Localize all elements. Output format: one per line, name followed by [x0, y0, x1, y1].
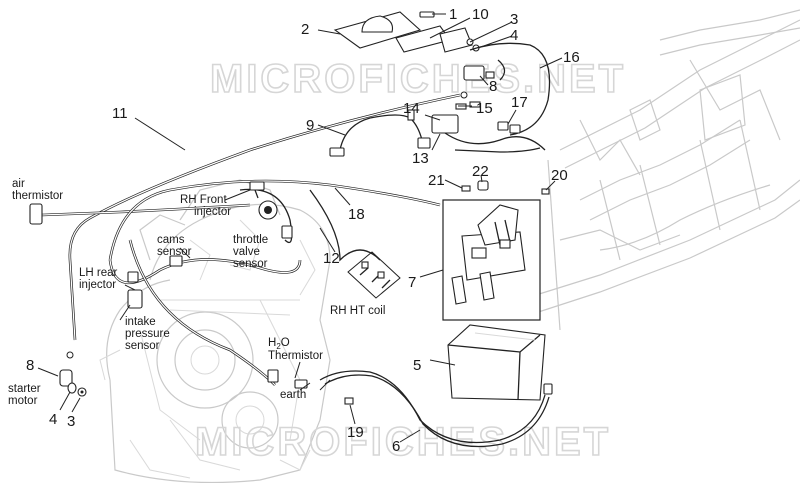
h2o-thermistor-label-line2: Thermistor	[268, 350, 323, 362]
part-number-1: 1	[449, 6, 457, 23]
fasteners	[461, 180, 550, 195]
part-number-3-top: 3	[510, 11, 518, 28]
part-number-18: 18	[348, 206, 365, 223]
rh-front-injector-label-line1: RH Front	[180, 194, 227, 206]
part-number-16: 16	[563, 49, 580, 66]
ecu-bracket-7	[442, 199, 541, 321]
cams-sensor-label-line1: cams	[157, 234, 185, 246]
throttle-valve-sensor-label-line1: throttle	[233, 234, 268, 246]
intake-pressure-sensor-label-line1: intake	[125, 316, 156, 328]
engine-ghost	[99, 179, 331, 484]
ecu-5	[447, 324, 546, 401]
part-number-3-bottom: 3	[67, 413, 75, 430]
lh-rear-injector-label-line1: LH rear	[79, 267, 118, 279]
cams-sensor-label-line2: sensor	[157, 246, 192, 258]
part-number-8-top: 8	[489, 78, 497, 95]
part-number-20: 20	[551, 167, 568, 184]
part-number-15: 15	[476, 100, 493, 117]
h2o-thermistor-label-line1: H2O	[268, 337, 290, 351]
lh-rear-injector-label-line2: injector	[79, 279, 116, 291]
part-number-4-top: 4	[510, 27, 518, 44]
watermark-top: MICROFICHES.NET	[210, 57, 626, 101]
part-number-2: 2	[301, 21, 309, 38]
part-number-7: 7	[408, 274, 416, 291]
cable-11	[66, 91, 468, 359]
component-labels: air thermistor RH Front injector cams se…	[8, 178, 385, 407]
air-thermistor-label-line2: thermistor	[12, 190, 63, 202]
part-number-14: 14	[403, 100, 420, 117]
earth-label: earth	[280, 389, 306, 401]
part-number-21: 21	[428, 172, 445, 189]
frame-ghost	[519, 9, 800, 331]
air-thermistor-harness	[29, 203, 251, 225]
part-number-9: 9	[306, 117, 314, 134]
top-components	[333, 11, 551, 136]
part-number-5: 5	[413, 357, 421, 374]
throttle-valve-sensor-label-line3: sensor	[233, 258, 268, 270]
starter-motor-label-line2: motor	[8, 395, 38, 407]
starter-motor-label-line1: starter	[8, 383, 41, 395]
watermark-bottom: MICROFICHES.NET	[195, 420, 611, 464]
rh-ht-coil-label: RH HT coil	[330, 305, 385, 317]
rh-ht-coil-group	[347, 251, 401, 299]
part-number-labels: 1 2 3 4 10 8 16 17 14 15 9 13 11 22 21 2…	[26, 6, 580, 455]
rh-front-injector-label-line2: injector	[194, 206, 231, 218]
intake-pressure-sensor-label-line2: pressure	[125, 328, 170, 340]
part-number-6: 6	[392, 438, 400, 455]
intake-pressure-sensor-label-line3: sensor	[125, 340, 160, 352]
starter-parts	[59, 369, 87, 397]
part-number-4-bottom: 4	[49, 411, 57, 428]
leader-lines	[37, 13, 563, 443]
throttle-valve-sensor-label-line2: valve	[233, 246, 260, 258]
part-number-13: 13	[412, 150, 429, 167]
cable-6	[319, 370, 553, 448]
air-thermistor-label-line1: air	[12, 178, 25, 190]
part-number-12: 12	[323, 250, 340, 267]
part-number-8-bottom: 8	[26, 357, 34, 374]
bolt-19	[344, 397, 354, 405]
part-number-17: 17	[511, 94, 528, 111]
part-number-19: 19	[347, 424, 364, 441]
part-number-10: 10	[472, 6, 489, 23]
main-harness-18	[108, 179, 441, 389]
part-number-22: 22	[472, 163, 489, 180]
part-number-11: 11	[112, 105, 128, 122]
